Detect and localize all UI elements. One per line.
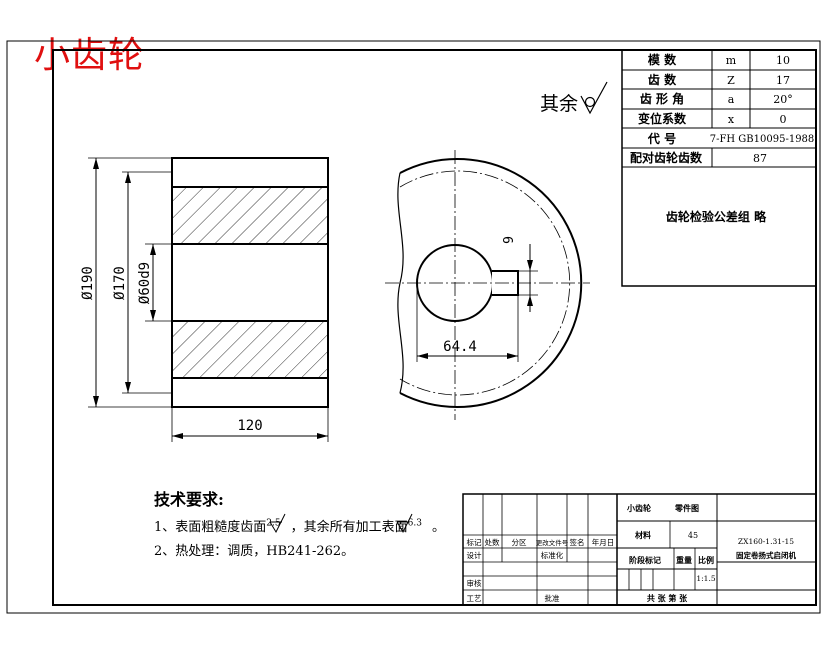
sheet-outer-border bbox=[6, 40, 821, 614]
tb-rev-mark: 标记 bbox=[467, 537, 482, 547]
title-block bbox=[462, 493, 817, 606]
tb-rev-count: 处数 bbox=[485, 537, 500, 547]
requirement-line-1: 1、表面粗糙度齿面2.5 ，其余所有加工表面6.3 。 bbox=[154, 516, 445, 535]
param-value-pressure-angle: 20° bbox=[773, 93, 793, 106]
param-value-module: 10 bbox=[776, 54, 790, 67]
tb-rev-date: 年月日 bbox=[592, 537, 615, 547]
requirement-1-text-a: 1、表面粗糙度齿面 bbox=[154, 520, 267, 535]
tb-rev-sign: 签名 bbox=[570, 537, 585, 547]
gear-parameter-table bbox=[621, 49, 817, 287]
param-symbol-shift: x bbox=[728, 113, 735, 126]
tb-drawing-type: 零件图 bbox=[674, 503, 699, 513]
dim-face-width: 120 bbox=[237, 418, 262, 434]
tb-rev-zone: 分区 bbox=[512, 538, 527, 547]
tb-scale-label: 比例 bbox=[698, 555, 714, 565]
param-symbol-teeth: Z bbox=[727, 74, 735, 87]
tb-process: 工艺 bbox=[467, 594, 482, 603]
dim-keyway-depth: 64.4 bbox=[443, 339, 477, 355]
roughness-symbol-icon bbox=[580, 81, 608, 115]
roughness-value-teeth: 2.5 bbox=[266, 518, 281, 529]
requirements-heading: 技术要求: bbox=[154, 490, 224, 509]
tb-stage-label: 阶段标记 bbox=[629, 555, 661, 565]
roughness-value-other: 6.3 bbox=[407, 518, 422, 529]
tb-material-value: 45 bbox=[688, 531, 698, 540]
requirement-line-2: 2、热处理：调质，HB241-262。 bbox=[154, 544, 355, 559]
tb-review: 审核 bbox=[467, 578, 482, 588]
tb-material-label: 材料 bbox=[635, 530, 651, 540]
inspection-note: 齿轮检验公差组 略 bbox=[666, 209, 767, 224]
param-name-module: 模 数 bbox=[648, 52, 677, 67]
tb-sheet-count: 共 张 第 张 bbox=[647, 593, 688, 603]
param-symbol-module: m bbox=[726, 54, 737, 67]
requirement-1-text-b: ，其余所有加工表面 bbox=[290, 520, 408, 535]
tb-design: 设计 bbox=[467, 550, 482, 560]
gear-end-view bbox=[385, 150, 590, 420]
tb-product: 固定卷扬式启闭机 bbox=[736, 550, 796, 560]
gear-section-view bbox=[88, 157, 329, 442]
param-name-teeth: 齿 数 bbox=[648, 72, 677, 87]
param-value-mating: 87 bbox=[753, 152, 767, 165]
param-name-shift: 变位系数 bbox=[638, 111, 687, 126]
tb-drawing-number: ZX160-1.31-15 bbox=[738, 537, 794, 546]
param-value-teeth: 17 bbox=[776, 74, 790, 87]
dim-bore-diameter: Ø60d9 bbox=[137, 262, 153, 304]
surface-note-label: 其余 bbox=[540, 93, 578, 115]
param-value-code: 7-FH GB10095-1988 bbox=[710, 134, 815, 145]
tb-weight-label: 重量 bbox=[676, 555, 692, 565]
param-symbol-pressure-angle: a bbox=[728, 93, 735, 106]
param-name-mating: 配对齿轮齿数 bbox=[630, 150, 703, 165]
tb-approve: 批准 bbox=[545, 593, 560, 603]
param-name-code: 代 号 bbox=[647, 131, 676, 146]
tb-scale-value: 1:1.5 bbox=[696, 574, 715, 583]
roughness-check-icon bbox=[269, 513, 413, 534]
requirement-1-text-end: 。 bbox=[431, 520, 445, 535]
tb-standardize: 标准化 bbox=[541, 550, 564, 560]
dim-key-width: 9 bbox=[502, 236, 517, 244]
param-value-shift: 0 bbox=[780, 113, 787, 126]
dim-pitch-diameter: Ø170 bbox=[112, 266, 128, 300]
dim-outer-diameter: Ø190 bbox=[80, 266, 96, 300]
tb-part-name: 小齿轮 bbox=[626, 503, 651, 513]
tb-rev-doc: 更改文件号 bbox=[536, 538, 569, 547]
param-name-pressure-angle: 齿 形 角 bbox=[640, 91, 684, 106]
sheet-inner-border bbox=[52, 49, 817, 606]
